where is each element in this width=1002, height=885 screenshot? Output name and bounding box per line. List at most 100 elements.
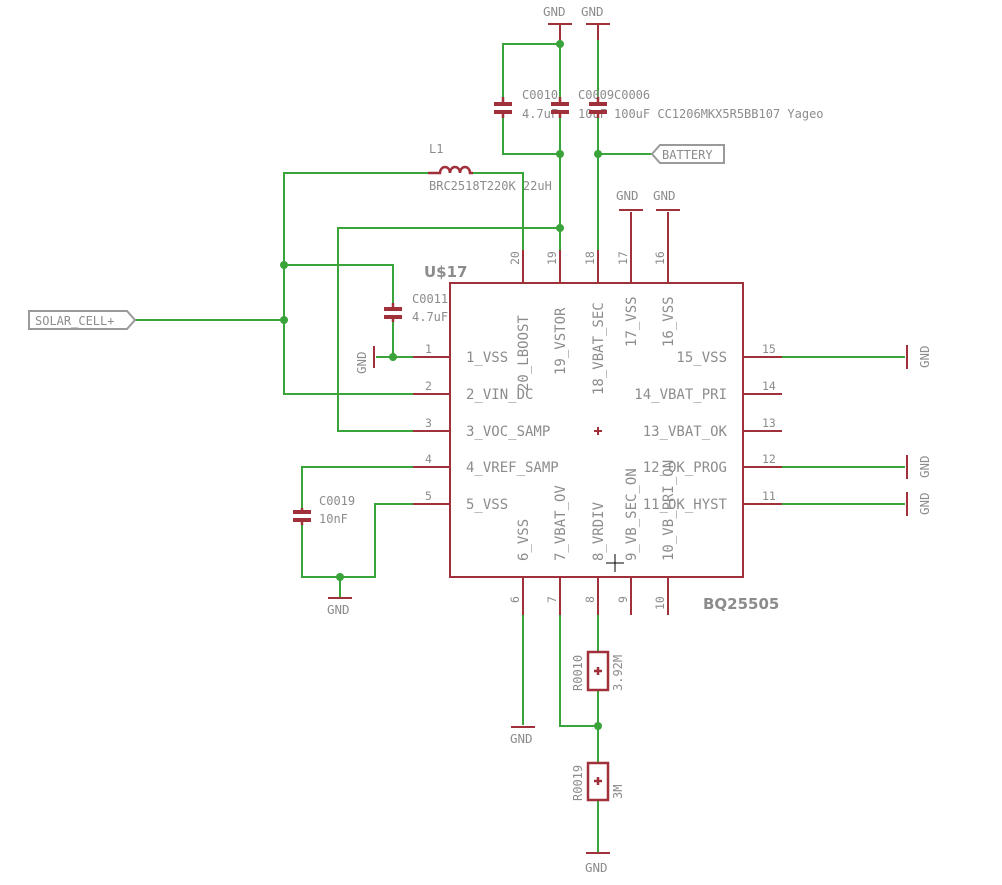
junction-dot: [594, 722, 602, 730]
wire-c0011-top: [284, 264, 394, 303]
c0011-value: 4.7uF: [412, 310, 448, 324]
c0010-value: 4.7uF: [522, 107, 558, 121]
port-solar-cell[interactable]: SOLAR_CELL+: [28, 310, 137, 330]
pin-label-13: 13_VBAT_OK: [643, 424, 728, 440]
pin-label-12: 12_OK_PROG: [643, 460, 727, 476]
wire-c0010-top: [502, 43, 560, 97]
c0010-name: C0010: [522, 88, 558, 102]
ground-label: GND: [653, 188, 676, 203]
wire-voc-samp: [337, 227, 560, 432]
capacitor-c0011[interactable]: [384, 303, 402, 322]
r0019-value: 3M: [611, 785, 625, 799]
ground-symbol: GND: [581, 4, 610, 40]
c0006-value: 100uF CC1206MKX5R5BB107 Yageo: [614, 107, 824, 121]
ground-symbol: GND: [906, 492, 932, 516]
pin-label-16: 16_VSS: [661, 296, 677, 347]
pin-number-8: 8: [583, 596, 597, 603]
ground-symbol: GND: [906, 345, 932, 369]
r0010-value: 3.92M: [611, 655, 625, 691]
pin-label-7: 7_VBAT_OV: [553, 485, 569, 561]
pin-number-6: 6: [508, 596, 522, 603]
c0011-name: C0011: [412, 292, 448, 306]
pin-number-9: 9: [616, 596, 630, 603]
pin-label-4: 4_VREF_SAMP: [466, 460, 559, 476]
capacitor-c0009[interactable]: [551, 97, 569, 118]
capacitor-c0006[interactable]: [589, 97, 607, 118]
wire-vref-samp: [301, 466, 413, 508]
pin-label-17: 17_VSS: [624, 296, 640, 347]
resistor-body: [586, 761, 610, 802]
port-flag: [28, 310, 137, 330]
ground-symbol: GND: [906, 455, 932, 479]
ground-symbol: GND: [354, 346, 375, 374]
pin-number-13: 13: [762, 416, 776, 430]
ic-u17[interactable]: [413, 212, 782, 615]
pin-label-1: 1_VSS: [466, 350, 508, 366]
pin-number-20: 20: [508, 251, 522, 265]
ground-symbol: GND: [510, 726, 535, 746]
pin-label-11: 11_OK_HYST: [643, 497, 728, 513]
port-flag: [650, 144, 725, 164]
wire-c0011-gnd: [376, 322, 394, 358]
ground-label: GND: [510, 731, 533, 746]
wire-c0019-bottom: [301, 503, 413, 578]
junction-dot: [280, 316, 288, 324]
pin-number-2: 2: [425, 379, 432, 393]
ground-label: GND: [585, 860, 608, 875]
c0019-name: C0019: [319, 494, 355, 508]
resistor-body: [586, 650, 610, 692]
capacitor-c0019[interactable]: [293, 508, 311, 525]
ground-label: GND: [543, 4, 566, 19]
pin-number-1: 1: [425, 342, 432, 356]
c0009-name: C0009: [578, 88, 614, 102]
c0019-value: 10nF: [319, 512, 348, 526]
junction-dot: [336, 573, 344, 581]
ground-label: GND: [616, 188, 639, 203]
pin-label-5: 5_VSS: [466, 497, 508, 513]
ground-label: GND: [917, 455, 932, 478]
cursor-crosshair: [606, 554, 624, 572]
pin-number-15: 15: [762, 342, 776, 356]
wire-l1-left: [283, 172, 428, 395]
pin-number-19: 19: [545, 251, 559, 265]
wire-l1-right: [473, 172, 524, 250]
junction-dot: [556, 224, 564, 232]
pin-label-9: 9_VB_SEC_ON: [624, 468, 640, 561]
ground-symbol: GND: [653, 188, 680, 211]
pin-label-14: 14_VBAT_PRI: [634, 387, 727, 403]
pin-number-10: 10: [653, 596, 667, 610]
r0010-name: R0010: [571, 655, 585, 691]
pin-label-15: 15_VSS: [676, 350, 727, 366]
resistor-r0010[interactable]: [586, 650, 610, 692]
ground-label: GND: [581, 4, 604, 19]
junction-dot: [556, 150, 564, 158]
resistor-r0019[interactable]: [586, 761, 610, 802]
ground-symbol: GND: [616, 188, 643, 211]
pin-number-12: 12: [762, 452, 776, 466]
ground-symbol: GND: [543, 4, 572, 40]
ic-part-number: BQ25505: [703, 595, 779, 613]
port-battery-label: BATTERY: [662, 148, 713, 162]
pin-number-7: 7: [545, 596, 559, 603]
ground-label: GND: [327, 602, 350, 617]
pin-number-17: 17: [616, 251, 630, 265]
pin-label-18: 18_VBAT_SEC: [591, 302, 607, 395]
pin-label-2: 2_VIN_DC: [466, 387, 533, 403]
ground-label: GND: [917, 492, 932, 515]
pin-number-3: 3: [425, 416, 432, 430]
pin-number-16: 16: [653, 251, 667, 265]
inductor-coil: [428, 165, 473, 175]
port-battery[interactable]: BATTERY: [650, 144, 725, 164]
pin-label-19: 19_VSTOR: [553, 307, 569, 375]
port-solar-label: SOLAR_CELL+: [35, 314, 114, 328]
junctions: [280, 40, 602, 730]
inductor-l1[interactable]: [428, 165, 473, 175]
junction-dot: [389, 353, 397, 361]
wires: [135, 40, 905, 852]
ic-refdes: U$17: [424, 263, 468, 281]
capacitor-c0010[interactable]: [494, 97, 512, 118]
pin-label-8: 8_VRDIV: [591, 501, 607, 561]
pin-number-4: 4: [425, 452, 432, 466]
pin-number-14: 14: [762, 379, 776, 393]
